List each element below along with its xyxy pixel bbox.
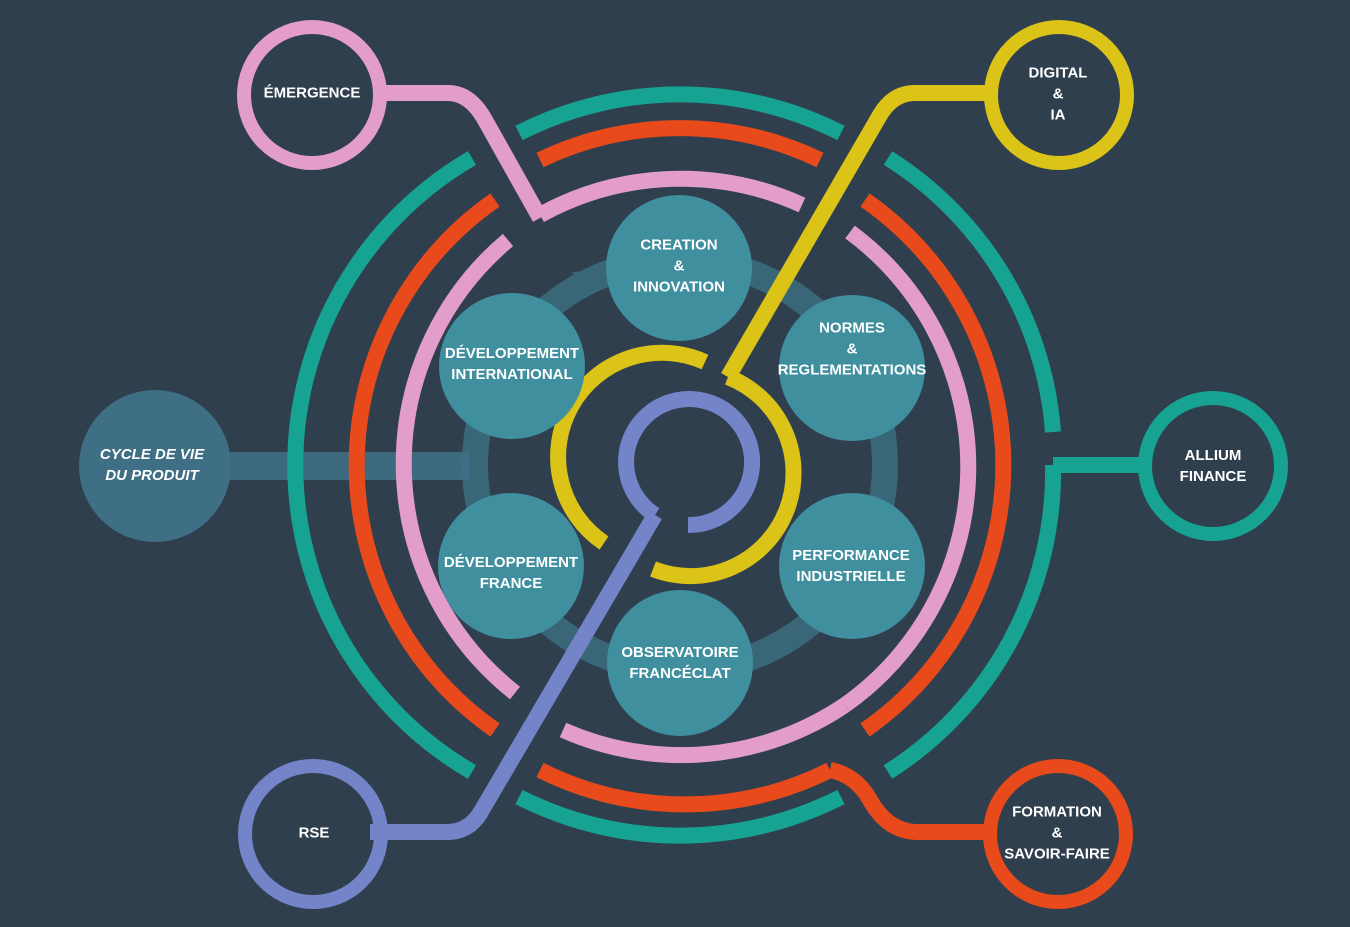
- yellow-hook: [650, 369, 802, 585]
- hub-dev-international-circle: [439, 293, 585, 439]
- teal-ring-group: [287, 86, 1140, 844]
- rse-label: RSE: [298, 824, 330, 842]
- pink-arc-right: [840, 225, 977, 712]
- hub-normes-circle: [779, 295, 925, 441]
- teal-arc-right: [883, 151, 1061, 433]
- hub-track-arrow-icon: [572, 270, 598, 296]
- digital-label: DIGITAL & IA: [1028, 64, 1088, 124]
- rse-connector: [370, 510, 662, 840]
- formation-connector: [828, 762, 985, 840]
- teal-arc-right-lower: [883, 464, 1062, 779]
- hub-dev-international-label: DÉVELOPPEMENT INTERNATIONAL: [444, 345, 580, 383]
- orange-arc-bottom: [536, 762, 834, 813]
- formation-label: FORMATION & SAVOIR-FAIRE: [1004, 803, 1110, 863]
- blue-line-group: [370, 391, 761, 840]
- hub-creation-circle: [606, 195, 752, 341]
- pink-arc-top: [536, 170, 806, 223]
- lifecycle-circle: [79, 390, 231, 542]
- orange-arc-top: [536, 120, 824, 168]
- formation-ring: [983, 759, 1133, 909]
- teal-arc-top: [515, 86, 845, 141]
- hub-observatoire-label: OBSERVATOIRE FRANCÉCLAT: [621, 644, 739, 682]
- finance-ring: [1138, 391, 1288, 541]
- orange-arc-right: [860, 193, 1012, 737]
- emergence-ring: [237, 20, 387, 170]
- hub-observatoire-circle: [607, 590, 753, 736]
- digital-ring: [984, 20, 1134, 170]
- satellite-circles: [79, 20, 1288, 909]
- emergence-label: ÉMERGENCE: [263, 84, 361, 102]
- lifecycle-connector: [215, 452, 470, 480]
- pink-arc-bottom: [559, 698, 850, 764]
- hub-creation-label: CREATION & INNOVATION: [633, 236, 725, 296]
- pink-arc-left: [395, 233, 520, 700]
- emergence-connector: [383, 85, 547, 222]
- hub-circles: [438, 195, 925, 736]
- hub-performance-label: PERFORMANCE INDUSTRIELLE: [792, 547, 910, 585]
- hub-performance-circle: [779, 493, 925, 639]
- rse-ring: [238, 759, 388, 909]
- hub-normes-label: NORMES & REGLEMENTATIONS: [777, 319, 927, 379]
- digital-connector: [721, 85, 990, 382]
- hub-dev-france-circle: [438, 493, 584, 639]
- blue-hook: [618, 391, 761, 534]
- orange-arc-left: [348, 193, 500, 737]
- teal-arc-bottom: [515, 789, 845, 844]
- pink-ring-group: [383, 85, 977, 764]
- hub-dev-france-label: DÉVELOPPEMENT FRANCE: [443, 554, 579, 592]
- lifecycle-label: CYCLE DE VIE DU PRODUIT: [99, 446, 205, 484]
- finance-label: ALLIUM FINANCE: [1179, 447, 1247, 485]
- teal-arc-left: [287, 151, 477, 779]
- orange-ring-group: [348, 120, 1012, 840]
